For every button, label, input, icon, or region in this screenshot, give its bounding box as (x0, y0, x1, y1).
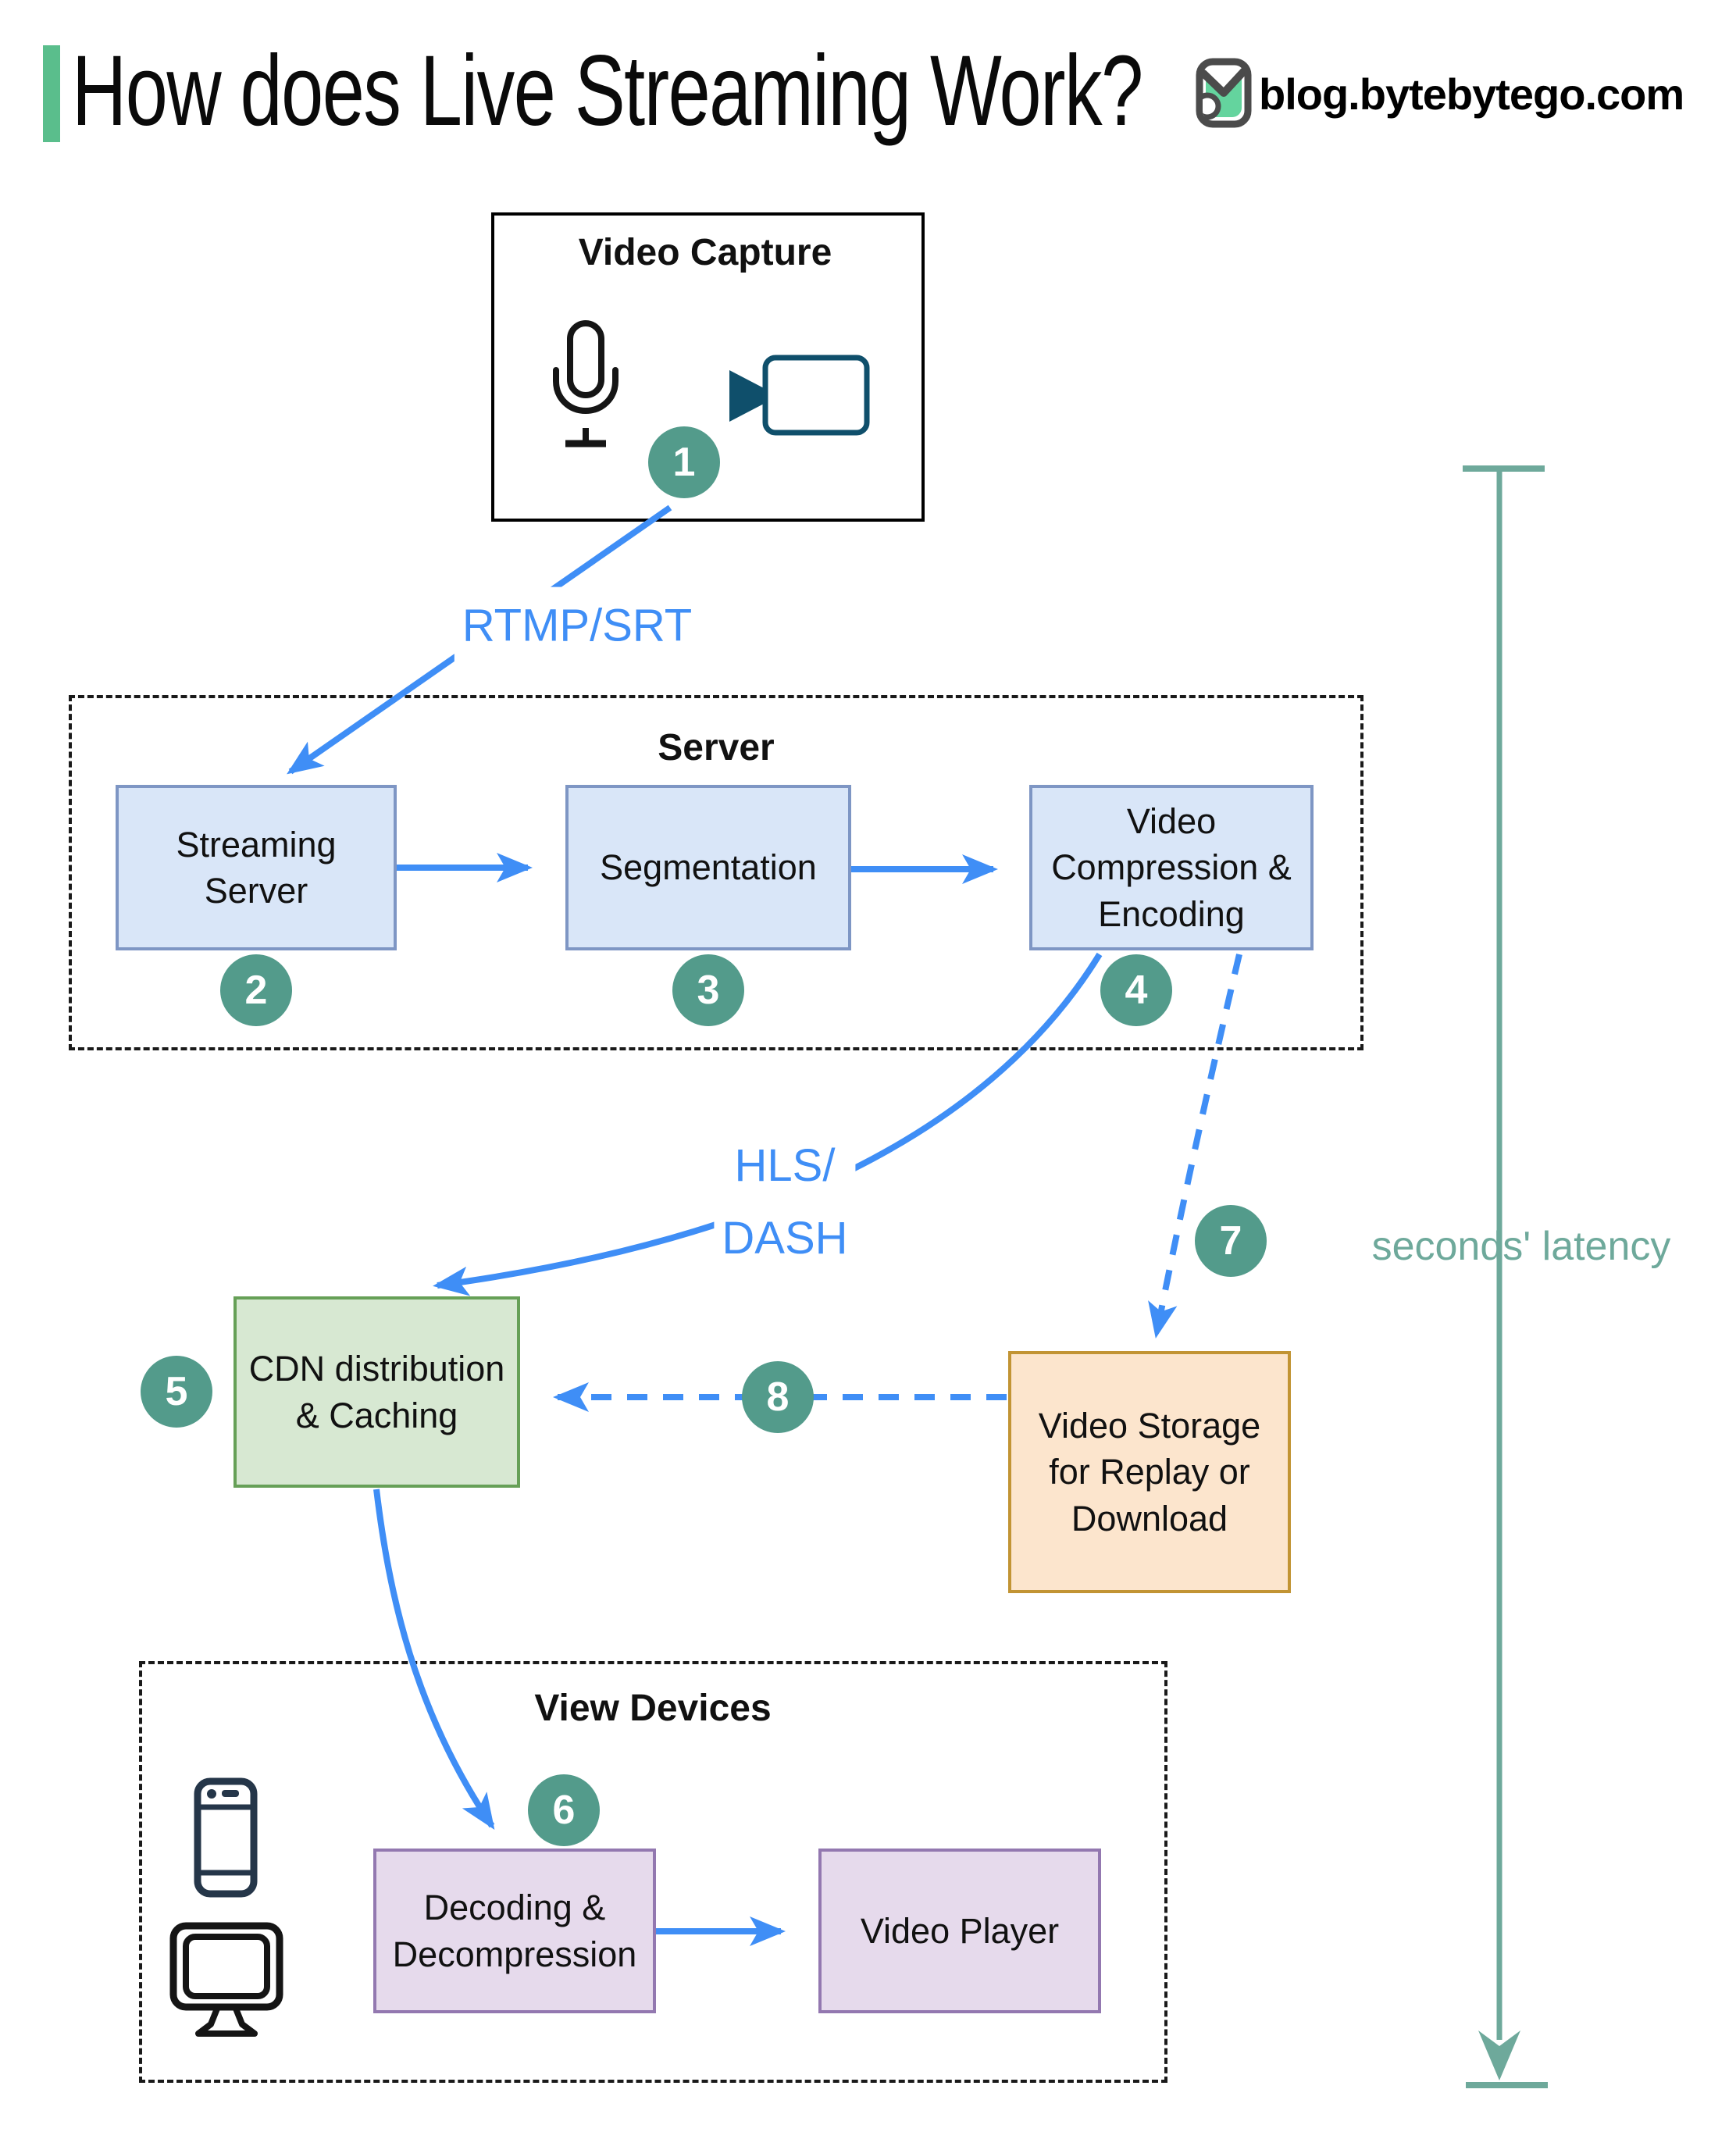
page-title: How does Live Streaming Work? (72, 35, 1143, 147)
step-badge-1: 1 (648, 426, 720, 498)
step-badge-5: 5 (141, 1356, 212, 1428)
node-streaming-server: Streaming Server (116, 785, 397, 950)
node-label: Video Storage for Replay or Download (1038, 1405, 1261, 1538)
node-label: Video Compression & Encoding (1051, 800, 1292, 934)
bytebytego-logo-icon (1196, 58, 1252, 128)
brand-domain: blog.bytebytego.com (1259, 70, 1684, 119)
view-devices-group (139, 1661, 1167, 2083)
latency-label: seconds' latency (1371, 1224, 1671, 1269)
desktop-monitor-icon (169, 1922, 283, 2037)
title-accent-bar (43, 45, 60, 142)
video-camera-icon (729, 355, 870, 436)
step-badge-8: 8 (742, 1361, 814, 1433)
node-label: Segmentation (600, 847, 817, 888)
node-label: Video Player (860, 1910, 1060, 1951)
node-video-compression: Video Compression & Encoding (1029, 785, 1314, 950)
node-cdn: CDN distribution & Caching (233, 1296, 520, 1488)
step-badge-6: 6 (528, 1774, 600, 1846)
edge-label-rtmp-srt: RTMP/SRT (454, 586, 700, 666)
server-group-title: Server (658, 727, 775, 768)
node-segmentation: Segmentation (565, 785, 851, 950)
step-badge-4: 4 (1100, 954, 1172, 1026)
step-badge-3: 3 (672, 954, 744, 1026)
node-label: Decoding & Decompression (392, 1888, 637, 1974)
step-badge-2: 2 (220, 954, 292, 1026)
view-devices-title: View Devices (534, 1688, 772, 1729)
node-video-player: Video Player (818, 1849, 1101, 2013)
latency-span-line (1463, 465, 1548, 2088)
video-capture-title: Video Capture (578, 232, 832, 273)
node-video-storage: Video Storage for Replay or Download (1008, 1351, 1291, 1593)
microphone-icon (553, 320, 618, 447)
edge-label-hls-dash: HLS/ DASH (714, 1127, 856, 1278)
node-decoding: Decoding & Decompression (373, 1849, 656, 2013)
step-badge-7: 7 (1195, 1205, 1267, 1277)
smartphone-icon (194, 1777, 258, 1898)
node-label: Streaming Server (176, 824, 337, 911)
node-label: CDN distribution & Caching (248, 1349, 505, 1435)
